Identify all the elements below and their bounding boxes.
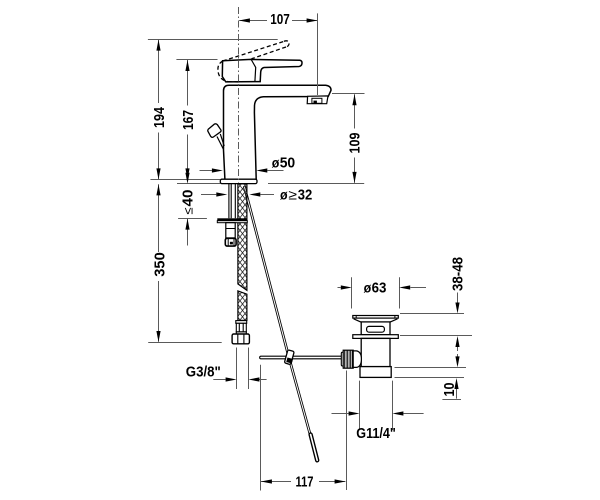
svg-text:ø≥32: ø≥32 [280, 186, 312, 203]
svg-text:117: 117 [296, 473, 314, 490]
svg-text:10: 10 [441, 383, 458, 397]
svg-text:109: 109 [347, 133, 364, 154]
svg-text:G11/4": G11/4" [356, 425, 396, 442]
svg-text:167: 167 [180, 110, 197, 130]
svg-text:107: 107 [270, 11, 290, 28]
svg-text:≤40: ≤40 [179, 190, 196, 215]
svg-text:ø50: ø50 [272, 155, 296, 172]
svg-text:194: 194 [151, 107, 168, 128]
svg-text:350: 350 [151, 252, 168, 277]
svg-text:ø63: ø63 [364, 280, 387, 297]
svg-text:38-48: 38-48 [450, 257, 467, 291]
svg-text:G3/8": G3/8" [186, 364, 221, 381]
